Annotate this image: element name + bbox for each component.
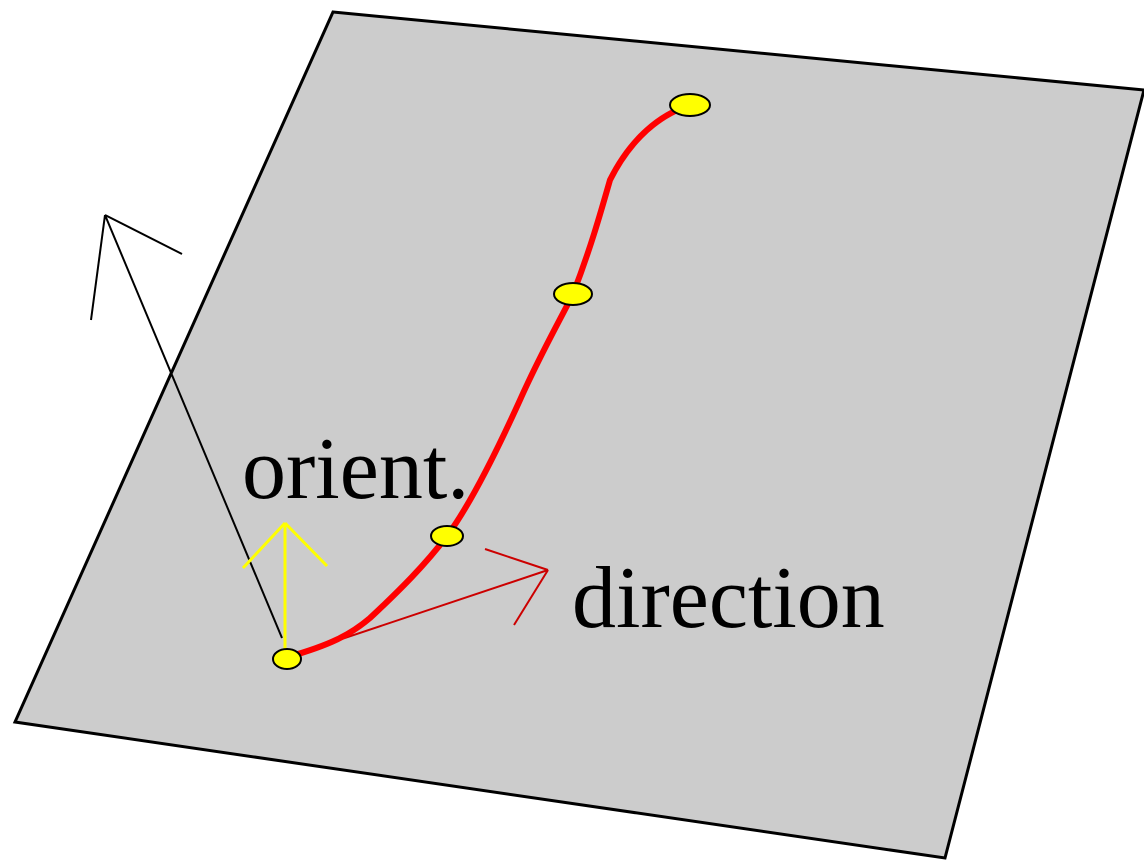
orient-label: orient. xyxy=(242,421,469,518)
normal-arrow xyxy=(90,214,283,639)
control-point-3[interactable] xyxy=(553,282,593,306)
direction-arrow-head-top xyxy=(484,548,549,571)
plane-surface xyxy=(12,10,1144,860)
control-point-2[interactable] xyxy=(430,525,464,547)
control-point-4[interactable] xyxy=(669,93,711,117)
control-point-1[interactable] xyxy=(272,648,302,670)
direction-arrow-head-bottom xyxy=(513,569,549,626)
orient-arrow xyxy=(241,521,329,650)
orient-arrow-head-left xyxy=(241,521,287,570)
normal-arrow-head-left xyxy=(90,214,106,321)
normal-arrow-head-right xyxy=(104,214,183,255)
orient-arrow-head-right xyxy=(283,521,329,568)
direction-label: direction xyxy=(572,550,885,647)
normal-arrow-shaft xyxy=(104,214,283,639)
spline-curve xyxy=(285,102,693,660)
